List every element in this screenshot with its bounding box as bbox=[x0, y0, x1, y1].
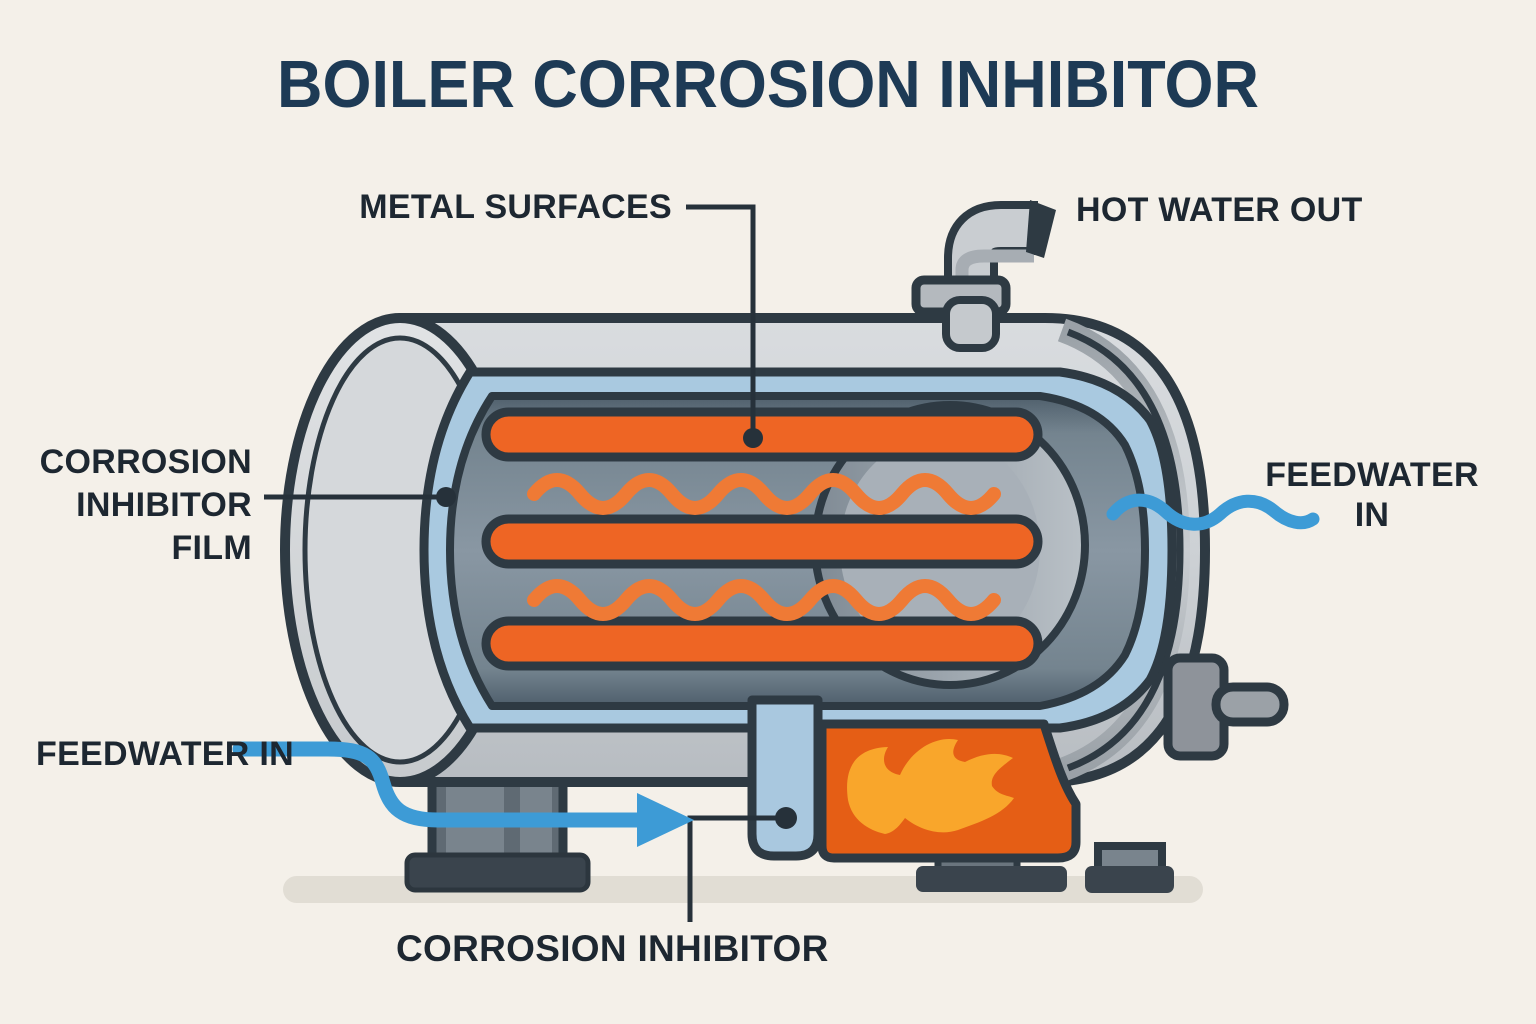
furnace-base bbox=[916, 866, 1067, 892]
label-feedwater-in-left: FEEDWATER IN bbox=[36, 735, 294, 773]
feedwater-wave-icon bbox=[1106, 493, 1320, 531]
right-stub-pipe bbox=[1163, 653, 1289, 761]
label-film-line2: INHIBITOR bbox=[76, 486, 252, 524]
label-hot-water-out: HOT WATER OUT bbox=[1076, 191, 1363, 229]
label-feedwater-in-right: FEEDWATER IN bbox=[1247, 455, 1497, 535]
fire-tubes bbox=[481, 407, 1043, 671]
label-feedwater-right-line2: IN bbox=[1354, 496, 1390, 534]
end-cap-seam bbox=[1066, 328, 1184, 772]
label-corrosion-inhibitor-film: CORROSION INHIBITOR FILM bbox=[0, 441, 252, 570]
leader-dots bbox=[436, 428, 797, 829]
feedwater-arrow-icon bbox=[232, 741, 694, 847]
label-corrosion-inhibitor: CORROSION INHIBITOR bbox=[396, 928, 829, 969]
leader-dot bbox=[743, 428, 763, 448]
pipe-outlet-cut bbox=[1026, 200, 1056, 258]
leader-line-metal-surfaces bbox=[686, 204, 756, 430]
leader-lines bbox=[264, 204, 778, 922]
leader-dot bbox=[436, 487, 456, 507]
label-film-line3: FILM bbox=[171, 529, 252, 567]
leg-base bbox=[404, 852, 591, 893]
heat-waves bbox=[527, 473, 1001, 621]
label-metal-surfaces: METAL SURFACES bbox=[359, 188, 672, 226]
inhibitor-inlet bbox=[747, 695, 823, 861]
page-title: BOILER CORROSION INHIBITOR bbox=[276, 47, 1260, 122]
flame-icon bbox=[847, 738, 1014, 834]
fire-tube bbox=[481, 514, 1043, 569]
fire-tube bbox=[481, 616, 1043, 671]
heat-wave-icon bbox=[527, 473, 1001, 515]
pipe-foot bbox=[942, 296, 1000, 352]
boiler-leg-right bbox=[1085, 842, 1174, 893]
leader-line-corrosion-inhibitor bbox=[687, 815, 778, 922]
leg-base bbox=[1085, 866, 1174, 893]
leader-dot bbox=[775, 807, 797, 829]
label-feedwater-right-line1: FEEDWATER bbox=[1265, 456, 1479, 494]
label-film-line1: CORROSION bbox=[39, 443, 252, 481]
heat-wave-icon bbox=[527, 579, 1001, 621]
